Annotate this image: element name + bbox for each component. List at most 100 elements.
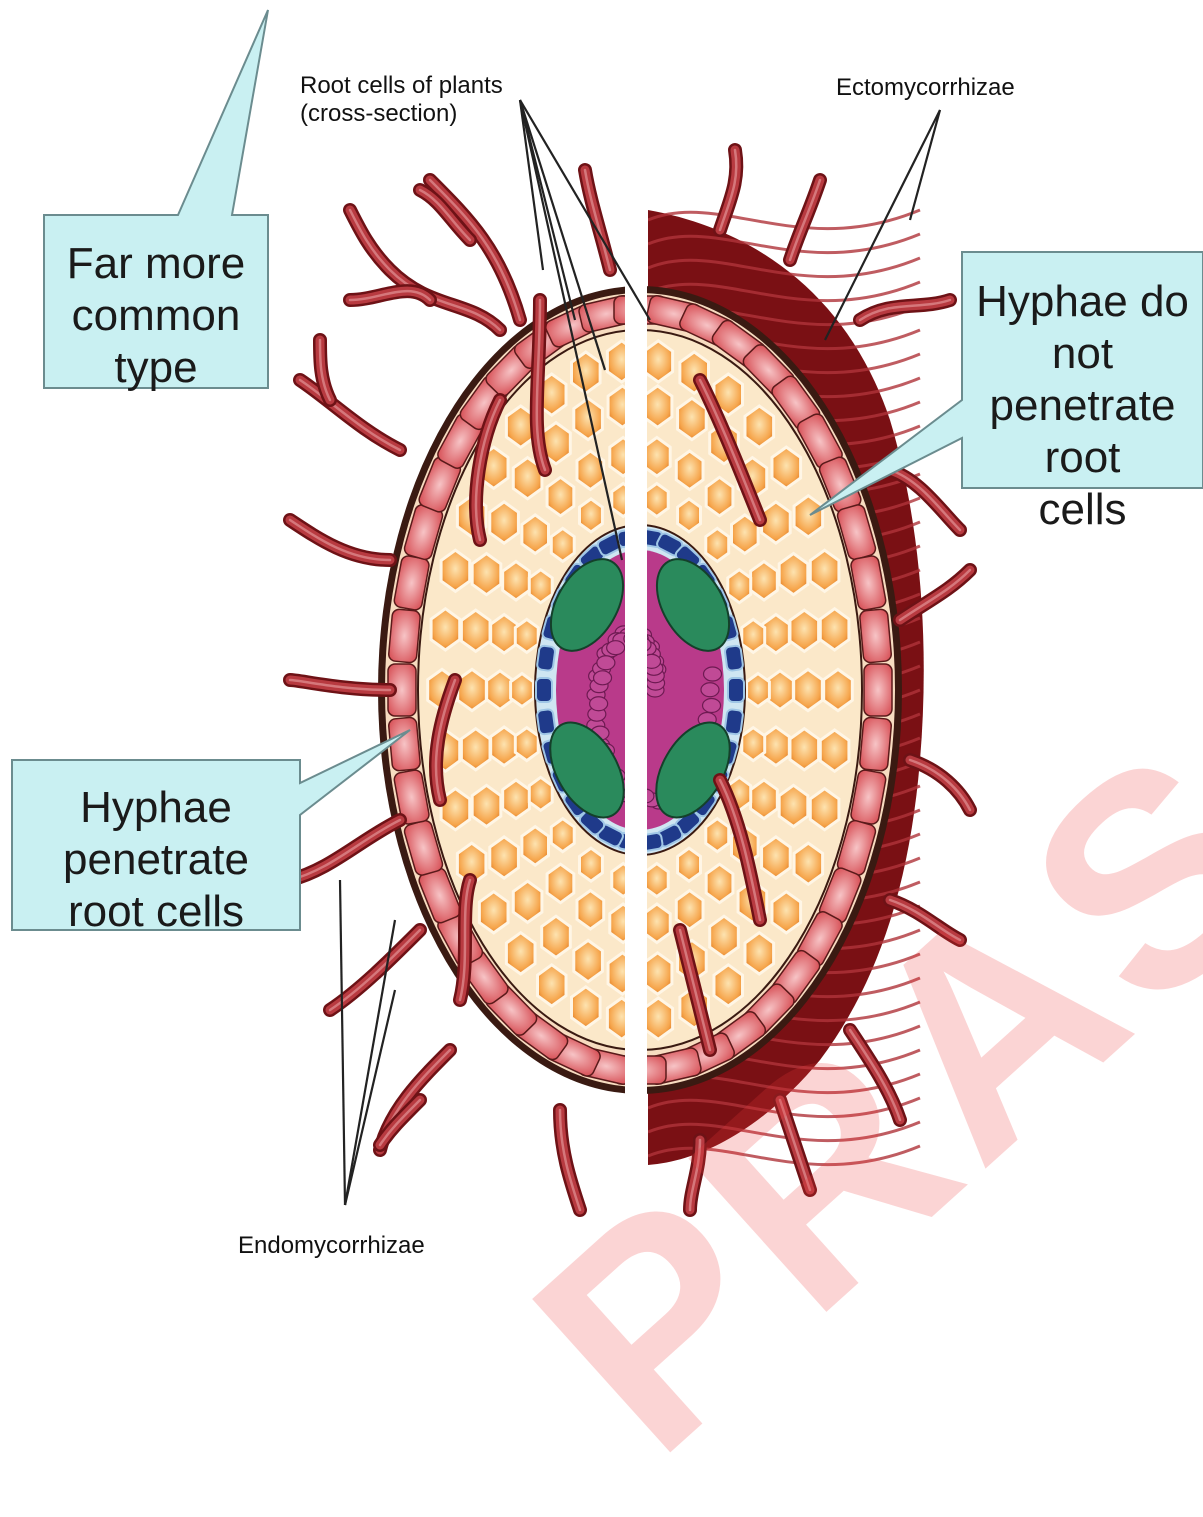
cortex-cell: [706, 864, 733, 903]
leader-endo-1: [345, 990, 395, 1205]
cortex-cell: [577, 891, 604, 930]
epidermis-cell: [859, 609, 892, 663]
cortex-cell: [472, 785, 501, 826]
cortex-cell: [772, 892, 801, 933]
cortex-cell: [745, 406, 774, 447]
cortex-cell: [479, 892, 508, 933]
phloem-cell: [704, 667, 722, 681]
cortex-cell: [810, 789, 839, 830]
cortex-cell: [820, 730, 849, 771]
root-cross-section: [0, 0, 1203, 1277]
label-ectomycorrhizae: Ectomycorrhizae: [836, 74, 1015, 102]
cortex-cell: [742, 728, 765, 761]
callout-far-more-text: Far more common type: [44, 238, 268, 394]
cortex-cell: [522, 515, 549, 554]
leader-endo-3: [340, 880, 345, 1205]
cortex-cell: [574, 940, 603, 981]
cortex-cell: [644, 904, 671, 943]
cortex-cell: [547, 864, 574, 903]
epidermis-cell: [864, 664, 892, 716]
label-endomycorrhizae-text: Endomycorrhizae: [238, 1232, 425, 1260]
phloem-cell: [597, 656, 615, 670]
epidermis-cell: [859, 717, 892, 771]
cortex-cell: [515, 619, 538, 652]
cortex-cell: [490, 502, 519, 543]
cortex-cell: [490, 837, 519, 878]
cortex-cell: [580, 848, 603, 881]
cortex-cell: [551, 819, 574, 852]
cortex-cell: [706, 819, 729, 852]
ecto-line1: Hyphae do not: [962, 276, 1203, 380]
label-root-cells: Root cells of plants (cross-section): [300, 72, 503, 129]
far-more-line1: Far more: [44, 238, 268, 290]
cortex-cell: [762, 837, 791, 878]
cortex-cell: [645, 864, 668, 897]
cortex-cell: [503, 780, 530, 819]
cortex-cell: [542, 916, 571, 957]
cortex-cell: [431, 609, 460, 650]
cortex-cell: [529, 570, 552, 603]
cortex-cell: [572, 987, 601, 1028]
cortex-cell: [572, 352, 601, 393]
cortex-cell: [794, 496, 823, 537]
phloem-cell: [590, 697, 608, 711]
cortex-cell: [794, 843, 823, 884]
cortex-cell: [538, 965, 567, 1006]
endodermis-cell: [724, 645, 743, 671]
label-root-cells-line1: Root cells of plants: [300, 72, 503, 100]
cortex-cell: [511, 674, 534, 707]
cortex-cell: [472, 554, 501, 595]
label-endomycorrhizae: Endomycorrhizae: [238, 1232, 425, 1260]
mycorrhizae-diagram: PRASAN Root cells of plants (cross-secti…: [0, 0, 1203, 1277]
cortex-cell: [820, 609, 849, 650]
cortex-cell: [728, 570, 751, 603]
cortex-cell: [461, 729, 490, 770]
ecto-line2: penetrate root: [962, 380, 1203, 484]
cortex-cell: [644, 341, 673, 382]
epidermis-cell: [388, 609, 421, 663]
cortex-cell: [458, 669, 487, 710]
cortex-cell: [513, 881, 542, 922]
cortex-cell: [676, 451, 703, 490]
cortex-cell: [441, 550, 470, 591]
cortex-cell: [714, 965, 743, 1006]
cortex-cell: [747, 674, 770, 707]
hypha-highlight: [790, 180, 820, 260]
cortex-cell: [643, 386, 672, 427]
cortex-cell: [706, 528, 729, 561]
ecto-line3: cells: [962, 484, 1203, 536]
cortex-cell: [515, 728, 538, 761]
cortex-cell: [503, 562, 530, 601]
cortex-cell: [580, 499, 603, 532]
cortex-cell: [745, 933, 774, 974]
label-root-cells-line2: (cross-section): [300, 100, 503, 128]
cortex-cell: [751, 562, 778, 601]
endodermis-cell: [537, 709, 556, 735]
cortex-cell: [742, 619, 765, 652]
cortex-cell: [644, 438, 671, 477]
cortex-cell: [645, 484, 668, 517]
cortex-cell: [644, 998, 673, 1039]
cortex-cell: [710, 916, 739, 957]
leader-ecto-1: [910, 110, 940, 220]
split-divider: [625, 200, 647, 1180]
endodermis-cell: [724, 709, 743, 735]
hypha-highlight: [585, 170, 610, 270]
cortex-cell: [522, 827, 549, 866]
cortex-cell: [551, 528, 574, 561]
phloem-cell: [701, 683, 719, 697]
endodermis-cell: [728, 678, 744, 702]
cortex-cell: [763, 615, 790, 654]
cortex-cell: [763, 727, 790, 766]
cortex-cell: [779, 785, 808, 826]
cortex-cell: [491, 727, 518, 766]
cortex-cell: [824, 669, 853, 710]
cortex-cell: [751, 780, 778, 819]
cortex-cell: [810, 550, 839, 591]
cortex-cell: [678, 398, 707, 439]
phloem-cell: [607, 641, 625, 655]
cortex-cell: [790, 610, 819, 651]
cortex-cell: [529, 777, 552, 810]
cortex-cell: [790, 729, 819, 770]
cortex-cell: [678, 499, 701, 532]
